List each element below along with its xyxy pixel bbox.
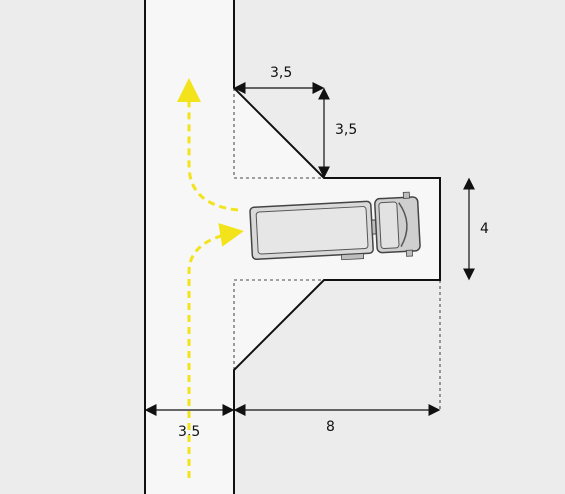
truck-icon xyxy=(249,191,421,261)
label-top-bevel-height: 3,5 xyxy=(335,122,357,138)
dashed-guides xyxy=(233,88,441,410)
label-bay-length: 8 xyxy=(326,419,335,435)
label-road-width: 3,5 xyxy=(178,424,200,440)
label-top-bevel-width: 3,5 xyxy=(270,65,292,81)
bay-outline xyxy=(233,0,441,494)
label-bay-depth: 4 xyxy=(480,221,489,237)
maneuver-path-arrow xyxy=(177,78,244,478)
